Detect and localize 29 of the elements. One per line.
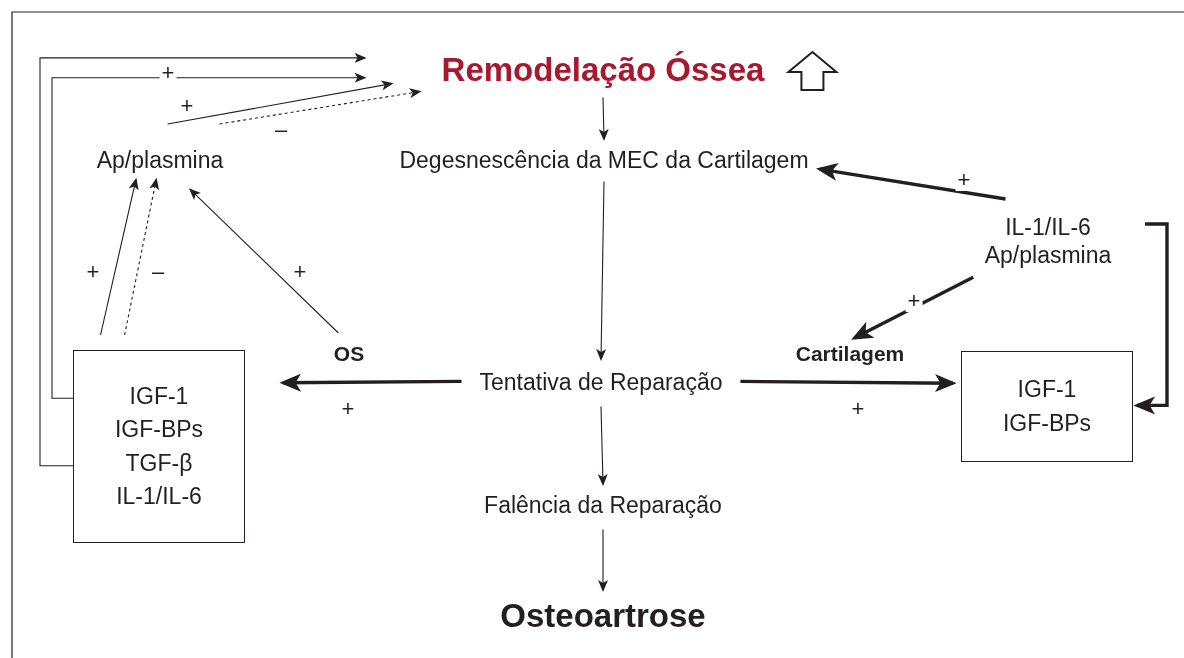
node-text: IL-1/IL-6 Ap/plasmina xyxy=(963,214,1133,270)
heading-text: Osteoartrose xyxy=(500,596,706,636)
arrow xyxy=(188,188,339,334)
node-text: OS xyxy=(333,341,365,367)
arrow xyxy=(1133,222,1169,415)
arrow xyxy=(51,72,367,399)
box-label: IGF-1 IGF-BPs xyxy=(1001,375,1093,438)
dashed-arrow xyxy=(124,177,160,336)
arrow xyxy=(598,97,609,141)
arrow xyxy=(99,177,139,336)
node-text: Ap/plasmina xyxy=(96,147,224,175)
process-box xyxy=(961,351,1133,462)
arrow xyxy=(39,52,367,467)
box-label: IGF-1 IGF-BPs TGF-β IL-1/IL-6 xyxy=(113,381,205,511)
node-text: Cartilagem xyxy=(795,341,905,367)
arrow xyxy=(279,373,462,392)
dashed-arrow xyxy=(218,88,422,125)
arrow xyxy=(167,80,394,125)
arrow xyxy=(740,374,957,393)
arrow xyxy=(851,275,974,340)
node-text: Tentativa de Reparação xyxy=(479,369,723,397)
arrow xyxy=(597,406,608,486)
arrow xyxy=(598,529,608,592)
heading-text: Remodelação Óssea xyxy=(441,50,765,90)
node-text: Falência da Reparação xyxy=(484,492,722,520)
node-text: Degesnescência da MEC da Cartilagem xyxy=(399,147,809,175)
arrow xyxy=(596,181,607,361)
arrow xyxy=(816,163,1006,201)
process-box xyxy=(73,350,245,543)
